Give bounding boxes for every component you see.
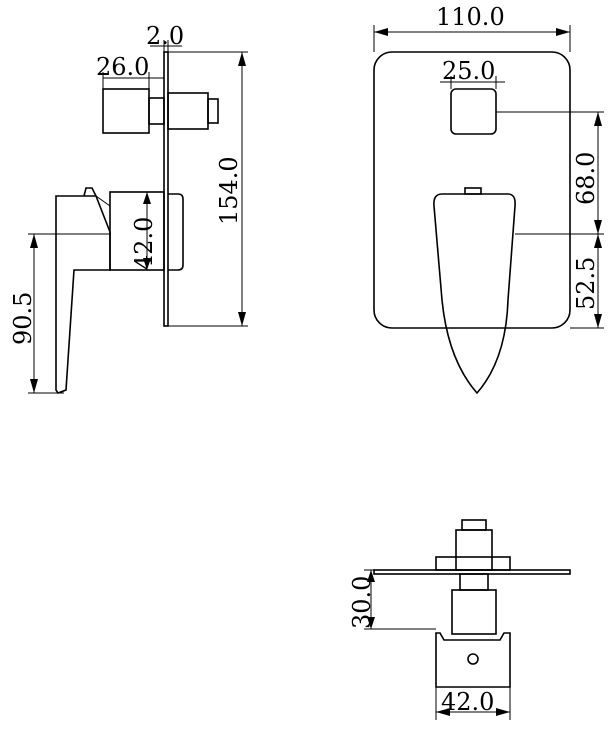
top-diverter-stem — [455, 529, 493, 571]
front-view: 110.0 25.0 68.0 52.5 — [373, 3, 604, 395]
side-diverter-knob — [102, 88, 150, 134]
side-diverter-neck — [148, 97, 165, 125]
dim-diverter-square: 25.0 — [442, 57, 495, 85]
front-diverter-square — [450, 88, 497, 135]
top-diverter-tip — [461, 519, 487, 531]
dim-lever-height: 90.5 — [9, 292, 37, 345]
top-view: 30.0 42.0 — [348, 519, 571, 720]
side-lever-handle — [55, 195, 111, 394]
side-view: 2.0 26.0 154.0 42.0 90.5 — [9, 22, 248, 394]
top-diverter-knob — [451, 589, 497, 635]
top-lever-base — [435, 632, 511, 688]
front-wall-plate — [373, 51, 571, 329]
front-lever-pin — [464, 187, 482, 195]
dim-lower-offset: 52.5 — [572, 257, 600, 310]
dim-diverter-width: 26.0 — [96, 53, 149, 81]
dim-base-width: 42.0 — [441, 688, 494, 716]
top-lever-screw — [467, 653, 479, 665]
side-diverter-stem — [167, 92, 209, 130]
dim-total-height: 154.0 — [215, 156, 243, 225]
dim-lever-body: 42.0 — [130, 217, 158, 270]
side-diverter-tip — [207, 98, 219, 124]
dim-upper-offset: 68.0 — [572, 152, 600, 205]
dim-plate-width: 110.0 — [436, 3, 505, 31]
side-lever-cylinder-back — [168, 193, 184, 271]
top-diverter-neck — [459, 573, 489, 591]
side-wall-plate — [163, 51, 169, 327]
side-lever-handle-top — [83, 187, 97, 197]
dim-projection: 30.0 — [348, 576, 376, 629]
front-lever — [433, 193, 516, 395]
top-body-housing — [435, 556, 511, 571]
dim-plate-thickness: 2.0 — [146, 22, 184, 50]
side-lever-bevel — [95, 195, 111, 207]
